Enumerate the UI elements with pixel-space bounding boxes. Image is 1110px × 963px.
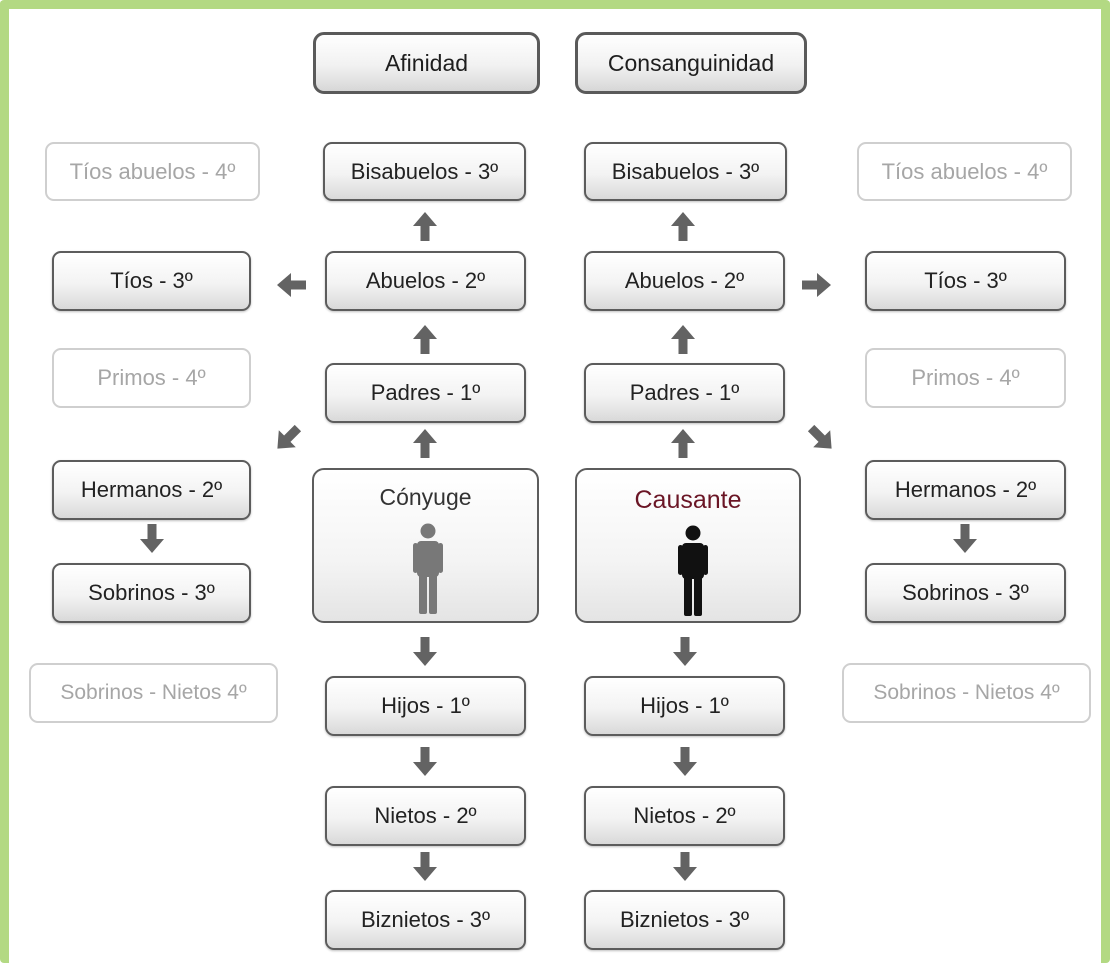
node-cr-hijos: Hijos - 1º: [584, 676, 785, 736]
arrow-up-icon: [671, 325, 695, 354]
node-cl-bisabuelos: Bisabuelos - 3º: [323, 142, 526, 201]
node-cr-nietos: Nietos - 2º: [584, 786, 785, 846]
arrow-down-icon: [953, 524, 977, 553]
node-left-primos: Primos - 4º: [52, 348, 251, 408]
causante-label: Causante: [634, 486, 742, 514]
node-cr-abuelos: Abuelos - 2º: [584, 251, 785, 311]
node-cr-bisabuelos: Bisabuelos - 3º: [584, 142, 787, 201]
node-right-hermanos: Hermanos - 2º: [865, 460, 1066, 520]
node-cr-padres: Padres - 1º: [584, 363, 785, 423]
arrow-diagonal-icon: [268, 419, 307, 458]
arrow-right-icon: [802, 273, 831, 297]
node-causante: Causante: [575, 468, 801, 623]
node-right-primos: Primos - 4º: [865, 348, 1066, 408]
node-left-tios-abuelos: Tíos abuelos - 4º: [45, 142, 260, 201]
arrow-down-icon: [413, 852, 437, 881]
causante-person-icon: [678, 525, 708, 616]
arrow-down-icon: [140, 524, 164, 553]
arrow-down-icon: [673, 637, 697, 666]
node-cl-padres: Padres - 1º: [325, 363, 526, 423]
arrow-down-icon: [413, 747, 437, 776]
arrow-up-icon: [671, 429, 695, 458]
node-conyuge: Cónyuge: [312, 468, 539, 623]
arrow-down-icon: [673, 747, 697, 776]
node-left-hermanos: Hermanos - 2º: [52, 460, 251, 520]
header-consanguinidad: Consanguinidad: [575, 32, 807, 94]
arrow-up-icon: [413, 212, 437, 241]
node-right-sobrinos: Sobrinos - 3º: [865, 563, 1066, 623]
node-left-tios: Tíos - 3º: [52, 251, 251, 311]
arrow-down-icon: [673, 852, 697, 881]
node-cl-abuelos: Abuelos - 2º: [325, 251, 526, 311]
node-right-tios-abuelos: Tíos abuelos - 4º: [857, 142, 1072, 201]
node-cl-nietos: Nietos - 2º: [325, 786, 526, 846]
header-afinidad: Afinidad: [313, 32, 540, 94]
arrow-up-icon: [671, 212, 695, 241]
arrow-up-icon: [413, 325, 437, 354]
node-cl-biznietos: Biznietos - 3º: [325, 890, 526, 950]
arrow-down-icon: [413, 637, 437, 666]
conyuge-label: Cónyuge: [379, 484, 472, 510]
conyuge-person-icon: [413, 523, 443, 614]
arrow-diagonal-icon: [802, 419, 841, 458]
arrow-up-icon: [413, 429, 437, 458]
arrow-left-icon: [277, 273, 306, 297]
node-left-sobrinos-nietos: Sobrinos - Nietos 4º: [29, 663, 278, 723]
node-right-tios: Tíos - 3º: [865, 251, 1066, 311]
node-cl-hijos: Hijos - 1º: [325, 676, 526, 736]
node-left-sobrinos: Sobrinos - 3º: [52, 563, 251, 623]
node-right-sobrinos-nietos: Sobrinos - Nietos 4º: [842, 663, 1091, 723]
node-cr-biznietos: Biznietos - 3º: [584, 890, 785, 950]
